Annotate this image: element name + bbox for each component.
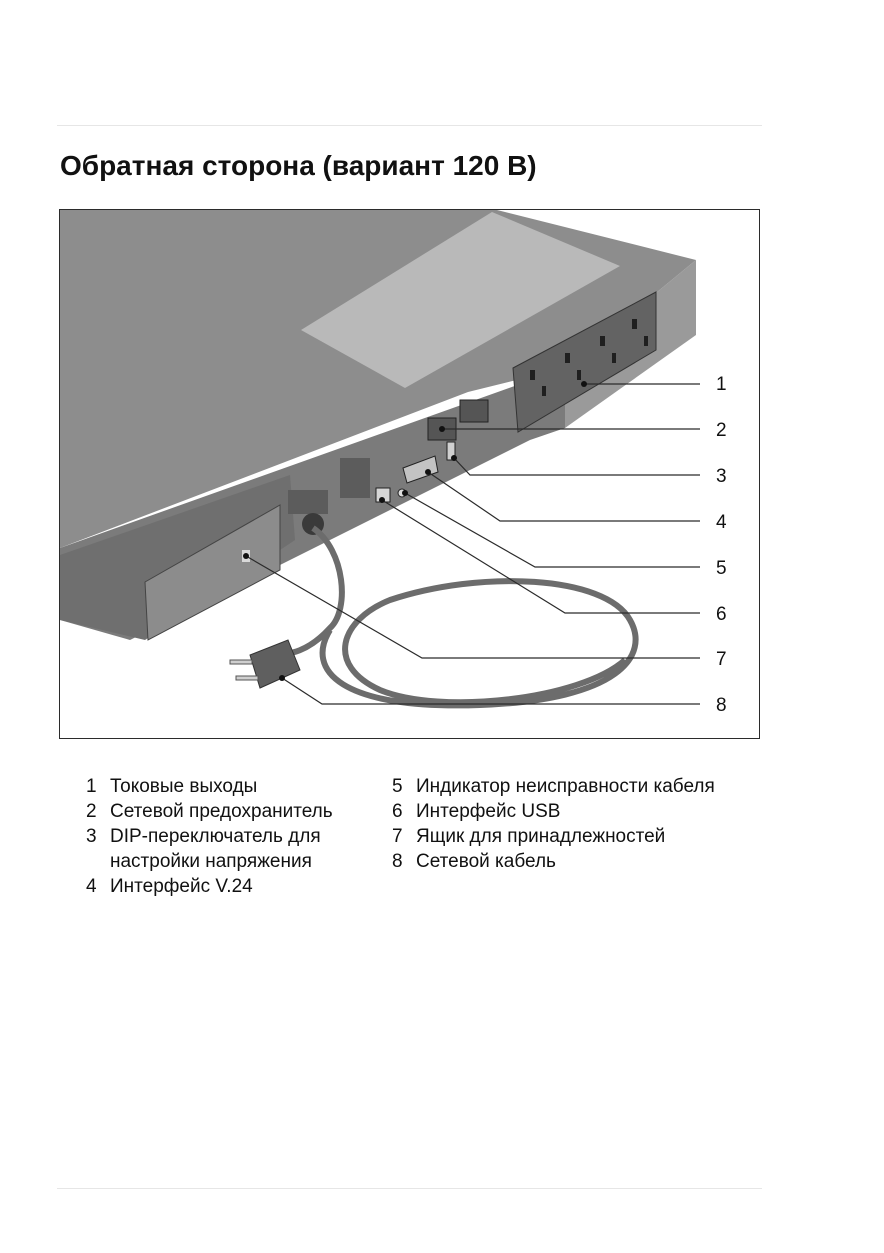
- legend-item: 4 Интерфейс V.24: [86, 874, 386, 899]
- rear-dark-patch-2: [288, 490, 328, 514]
- legend-text: Токовые выходы: [110, 776, 258, 797]
- leader-line-4: [427, 471, 700, 522]
- callout-1: 1: [716, 374, 727, 395]
- power-plug: [249, 639, 301, 689]
- callout-8: 8: [716, 695, 727, 716]
- legend-item: 6 Интерфейс USB: [392, 799, 752, 824]
- legend-item: 3 DIP-переключатель для настройки напряж…: [86, 824, 386, 874]
- leader-line-7: [245, 555, 700, 659]
- callout-3: 3: [716, 466, 727, 487]
- legend-number: 3: [86, 826, 97, 847]
- callout-4: 4: [716, 512, 727, 533]
- serial-connector: [402, 455, 439, 484]
- legend-left-column: 1 Токовые выходы 2 Сетевой предохранител…: [86, 774, 386, 899]
- legend-number: 7: [392, 826, 403, 847]
- outlet-sockets: [530, 319, 648, 396]
- legend-item: 7 Ящик для принадлежностей: [392, 824, 752, 849]
- legend-text: Интерфейс USB: [416, 801, 561, 822]
- device-figure: 1 2 3 4 5 6 7 8: [59, 209, 760, 739]
- leader-dots: [243, 381, 587, 681]
- callout-5: 5: [716, 558, 727, 579]
- leader-lines: [245, 383, 700, 705]
- callout-2: 2: [716, 420, 727, 441]
- callout-6: 6: [716, 604, 727, 625]
- header-rule: [57, 125, 762, 126]
- legend-number: 5: [392, 776, 403, 797]
- legend-number: 8: [392, 851, 403, 872]
- label-panel: [301, 212, 620, 388]
- legend-text: Ящик для принадлежностей: [416, 826, 666, 847]
- page-title: Обратная сторона (вариант 120 В): [60, 150, 537, 181]
- rear-dark-patch: [340, 458, 370, 498]
- device-front-lower: [60, 475, 295, 640]
- legend-item: 8 Сетевой кабель: [392, 849, 752, 874]
- leader-line-3: [453, 457, 700, 476]
- port-rj45-2: [459, 399, 489, 423]
- accessory-box: [144, 504, 281, 641]
- legend-number: 2: [86, 801, 97, 822]
- legend-number: 4: [86, 876, 97, 897]
- outlet-block: [512, 291, 657, 433]
- legend-number: 1: [86, 776, 97, 797]
- plug-prong-1: [229, 659, 253, 665]
- legend-number: 6: [392, 801, 403, 822]
- power-cable-loop: [319, 578, 639, 709]
- legend-item: 5 Индикатор неисправности кабеля: [392, 774, 752, 799]
- leader-line-8: [281, 677, 700, 705]
- legend-text: Индикатор неисправности кабеля: [416, 776, 715, 797]
- legend-text: Интерфейс V.24: [110, 876, 253, 897]
- legend-right-column: 5 Индикатор неисправности кабеля 6 Интер…: [392, 774, 752, 874]
- device-illustration: 1 2 3 4 5 6 7 8: [60, 210, 727, 716]
- footer-rule: [57, 1188, 762, 1189]
- callout-7: 7: [716, 649, 727, 670]
- legend-text: DIP-переключатель для настройки напряжен…: [110, 826, 321, 872]
- leader-line-6: [381, 499, 700, 614]
- dip-switch: [446, 441, 456, 461]
- legend-text: Сетевой предохранитель: [110, 801, 333, 822]
- leader-line-5: [404, 492, 700, 568]
- legend-item: 2 Сетевой предохранитель: [86, 799, 386, 824]
- plug-prong-2: [235, 675, 259, 681]
- legend-text: Сетевой кабель: [416, 851, 556, 872]
- legend-item: 1 Токовые выходы: [86, 774, 386, 799]
